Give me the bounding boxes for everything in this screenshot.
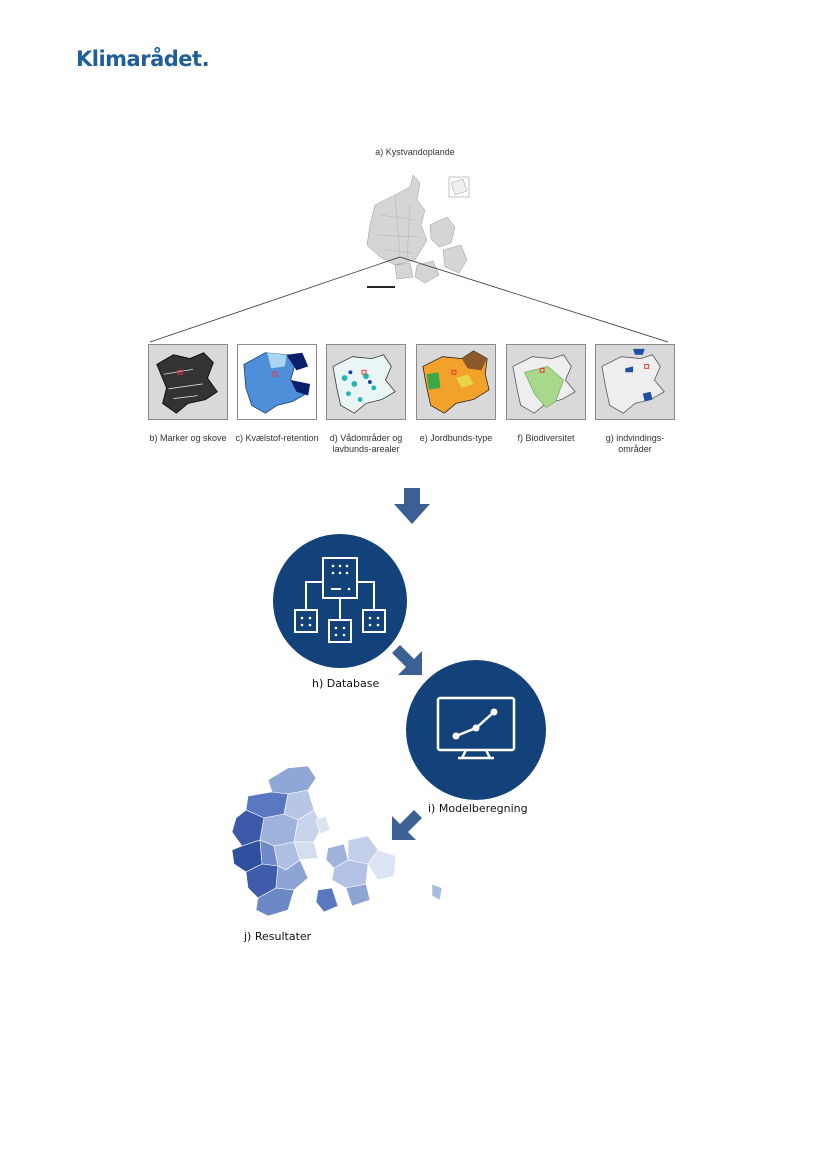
thumb-kvaelstof-retention <box>237 344 317 420</box>
results-label: j) Resultater <box>244 930 312 943</box>
caption-vadomrader: d) Vådområder og lavbunds-arealer <box>329 433 403 454</box>
caption-jordbundstype: e) Jordbunds-type <box>419 433 493 443</box>
arrow-diagonal-icon <box>392 645 422 675</box>
thumb-marker-og-skove <box>148 344 228 420</box>
monitor-line-chart-icon <box>436 696 516 760</box>
results-choropleth-map <box>231 765 443 917</box>
denmark-catchment-map <box>366 174 470 288</box>
thumb-vadomrader <box>326 344 406 420</box>
database-label: h) Database <box>312 677 380 690</box>
arrow-diagonal-left-icon <box>392 810 422 840</box>
top-map-caption: a) Kystvandoplande <box>375 147 455 157</box>
caption-biodiversitet: f) Biodiversitet <box>517 433 575 443</box>
caption-kvaelstof-retention: c) Kvælstof-retention <box>235 433 319 443</box>
caption-marker-og-skove: b) Marker og skove <box>149 433 227 443</box>
thumb-biodiversitet <box>506 344 586 420</box>
thumb-indvindingsomrader <box>595 344 675 420</box>
arrow-down-icon <box>394 488 430 524</box>
model-label: i) Modelberegning <box>428 802 528 815</box>
database-hierarchy-icon <box>294 557 386 643</box>
caption-indvindingsomrader: g) indvindings-områder <box>605 433 665 454</box>
thumb-jordbundstype <box>416 344 496 420</box>
klimaradet-logo: Klimarådet. <box>76 47 210 71</box>
